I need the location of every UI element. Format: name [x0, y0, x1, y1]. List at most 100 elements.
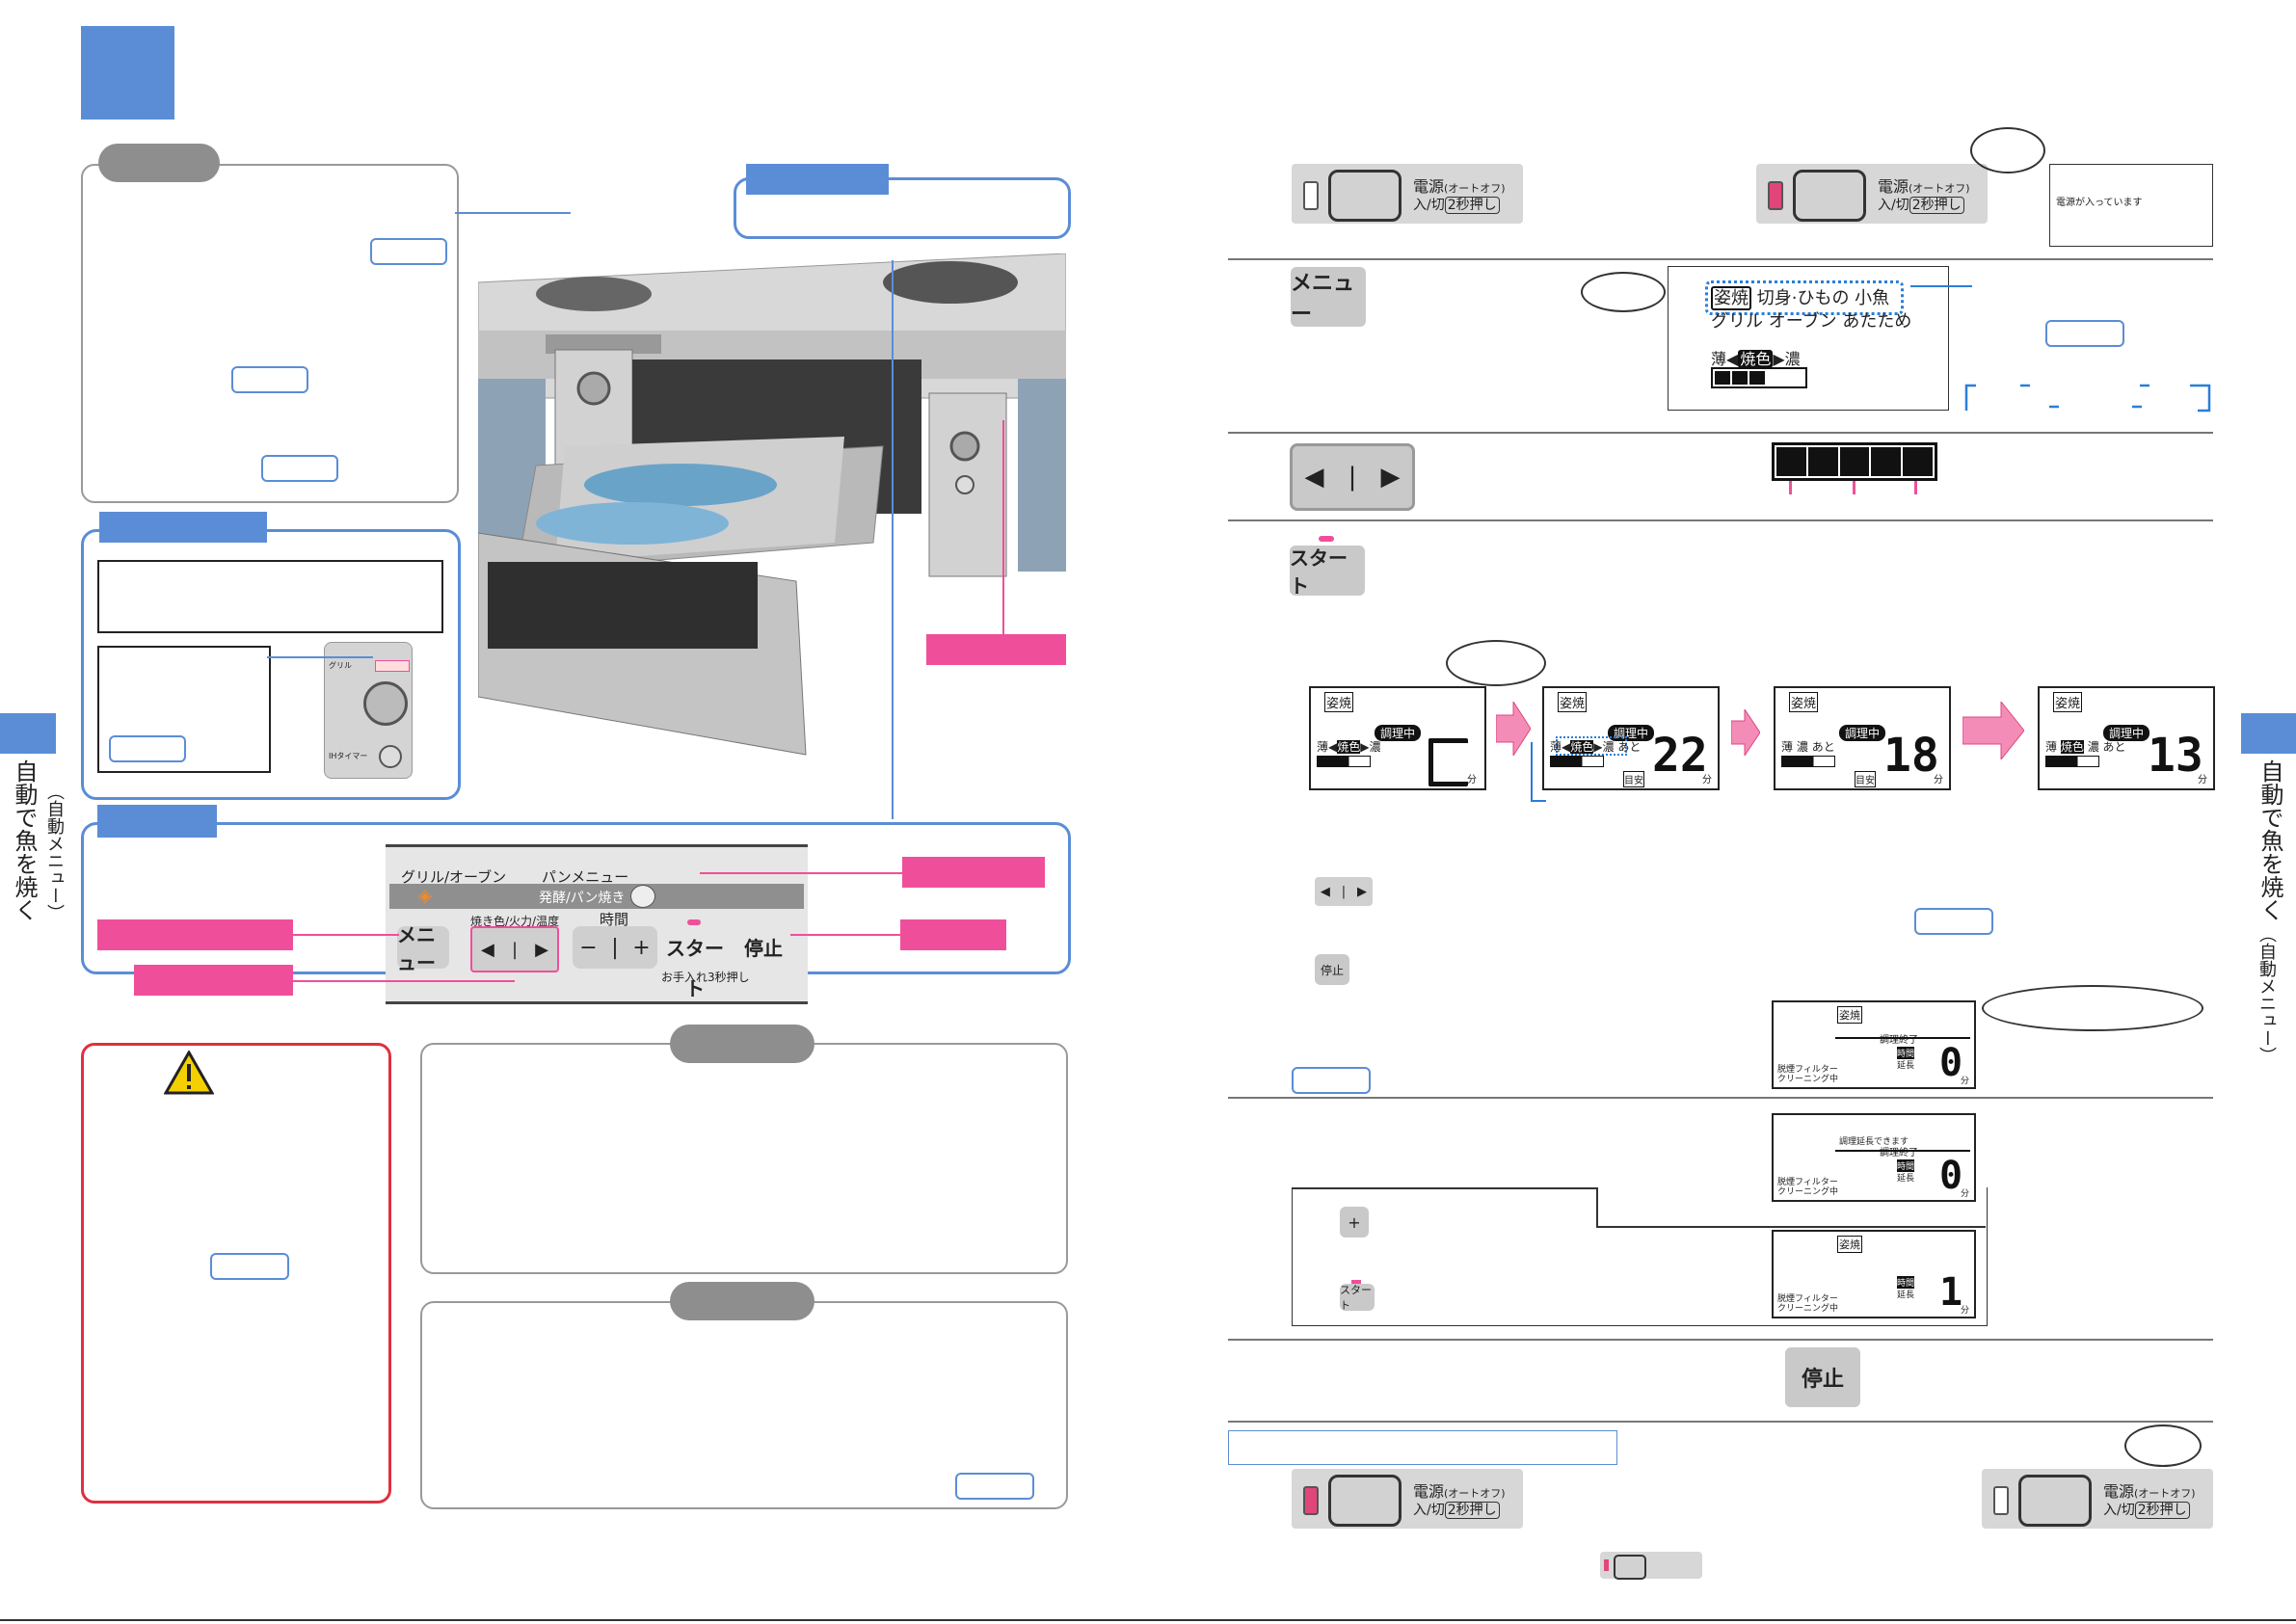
small-plus-label: +: [1348, 1212, 1361, 1232]
step-rule-1: [1228, 258, 2213, 260]
cd3-status: 調理中: [1839, 725, 1886, 741]
ext-rule: [1835, 1150, 1970, 1152]
small-right-icon: ▶: [1357, 884, 1368, 899]
small-arrow-key[interactable]: ◀|▶: [1315, 877, 1373, 906]
start-button[interactable]: スタート: [665, 928, 725, 1000]
ref-link-2[interactable]: [231, 366, 308, 393]
start-key-lamp: [1319, 536, 1334, 542]
extended-display: 姿焼 時間 延長 脱煙フィルター クリーニング中 1 分: [1772, 1230, 1976, 1318]
small-stop-key[interactable]: 停止: [1315, 954, 1349, 985]
power-auto-off-2: (オートオフ): [1909, 182, 1970, 195]
menu-button[interactable]: メニュー: [397, 923, 449, 974]
plus-button[interactable]: +: [632, 935, 651, 960]
menu-key-icon[interactable]: メニュー: [1291, 267, 1366, 327]
exd-extend: 延長: [1897, 1291, 1915, 1300]
end-unit: 分: [1961, 1077, 1970, 1086]
power-button-off-2[interactable]: [2018, 1475, 2092, 1527]
timer-knob[interactable]: [379, 745, 402, 768]
power-button-off[interactable]: [1328, 170, 1402, 222]
cd4-unit: 分: [2198, 775, 2207, 785]
end-extend: 延長: [1897, 1061, 1915, 1071]
stop-button[interactable]: 停止: [736, 928, 790, 969]
power-button-mini[interactable]: [1614, 1555, 1646, 1580]
power-button-on[interactable]: [1793, 170, 1866, 222]
pink-arrow-1: [1495, 700, 1532, 758]
cd1-dark: 濃: [1369, 740, 1381, 754]
end-mode: 姿焼: [1837, 1006, 1862, 1024]
ext-filter: 脱煙フィルター: [1777, 1178, 1838, 1187]
menu-mode-badge: 姿焼: [1711, 286, 1751, 310]
care-label: お手入れ3秒押し: [661, 971, 750, 984]
cd2-outline: [1556, 736, 1627, 756]
speech-bubble-1: [1970, 127, 2045, 173]
stop-key-icon[interactable]: 停止: [1785, 1347, 1860, 1407]
small-plus-key[interactable]: +: [1340, 1207, 1369, 1238]
ref-link-4[interactable]: [109, 735, 186, 762]
start-key-icon[interactable]: スタート: [1290, 546, 1365, 598]
extend-frame-top-r: [1596, 1187, 1598, 1226]
power-on-off-2: 入/切: [1878, 198, 1909, 213]
end-minutes: 0: [1939, 1041, 1963, 1085]
ext-possible: 調理延長できます: [1839, 1137, 1909, 1147]
ref-link-3[interactable]: [261, 455, 338, 482]
small-start-key[interactable]: スタート: [1340, 1284, 1375, 1312]
power-label-4: 電源: [2103, 1482, 2135, 1501]
speech-bubble-3: [1446, 640, 1546, 686]
extend-frame-top-r2: [1596, 1226, 1986, 1228]
cd4-mode: 姿焼: [2053, 692, 2083, 712]
start-button-label: スタート: [666, 937, 724, 1000]
time-stepper[interactable]: −| +: [573, 926, 657, 969]
cooking-display-2: 姿焼 調理中 薄◀焼色▶濃 あと 目安 22 分: [1542, 686, 1720, 790]
label-start-line: [700, 872, 902, 874]
pink-arrow-3: [1962, 700, 2025, 761]
cd3-after: あと: [1811, 740, 1835, 754]
step-rule-5: [1228, 1339, 2213, 1341]
cd2-unit: 分: [1702, 775, 1712, 785]
end-cleaning: クリーニング中: [1777, 1075, 1839, 1084]
fish-icon: ◈: [418, 886, 432, 906]
power-on-off: 入/切: [1413, 198, 1445, 213]
side-subtitle-text: （自動メニュー）: [44, 783, 65, 921]
ref-link-9[interactable]: [1292, 1067, 1371, 1094]
cooking-display-4: 姿焼 調理中 薄 焼色 濃 あと 13 分: [2038, 686, 2215, 790]
ref-link-8[interactable]: [1914, 908, 1993, 935]
cd4-dark: 濃: [2087, 740, 2099, 754]
power-lamp-on-2: [1303, 1486, 1319, 1515]
divider2: |: [611, 935, 619, 960]
grill-panel-note: [97, 560, 443, 633]
power-lamp-off-2: [1993, 1486, 2009, 1515]
ref-link-7[interactable]: [2045, 320, 2124, 347]
stop-button-label: 停止: [744, 937, 783, 960]
ref-link-1[interactable]: [370, 238, 447, 265]
cd4-after: あと: [2102, 740, 2126, 754]
step-rule-4: [1228, 1097, 2213, 1099]
label-menu: [97, 919, 293, 950]
ref-link-6[interactable]: [955, 1473, 1034, 1500]
ref-link-5[interactable]: [210, 1253, 289, 1280]
panel-ferment: 発酵/パン焼き: [539, 891, 626, 906]
grill-knob-panel: グリル IHタイマー: [324, 642, 413, 779]
warning-icon: [163, 1049, 215, 1099]
grill-panel-tab: [99, 512, 267, 543]
panel-grill-oven: グリル/オーブン: [401, 868, 507, 886]
grill-lamp-pink: [375, 660, 410, 672]
arrow-key-icon[interactable]: ◀|▶: [1290, 443, 1415, 511]
menu-select-outline: [1705, 280, 1904, 315]
step-rule-2: [1228, 432, 2213, 434]
pink-arrow-2: [1730, 707, 1761, 758]
minus-button[interactable]: −: [579, 935, 598, 960]
power-button-on-2[interactable]: [1328, 1475, 1402, 1527]
small-start-label: スタート: [1340, 1284, 1372, 1312]
cd4-minutes: 13: [2148, 729, 2203, 783]
extend-frame-top-l: [1292, 1187, 1596, 1189]
end-filter: 脱煙フィルター: [1777, 1065, 1838, 1075]
color-arrows-button[interactable]: ◀|▶: [470, 926, 559, 972]
small-stop-label: 停止: [1320, 963, 1344, 977]
grill-knob[interactable]: [363, 681, 408, 726]
exd-cleaning: クリーニング中: [1777, 1304, 1839, 1314]
callout-box-top-tab: [746, 164, 889, 195]
